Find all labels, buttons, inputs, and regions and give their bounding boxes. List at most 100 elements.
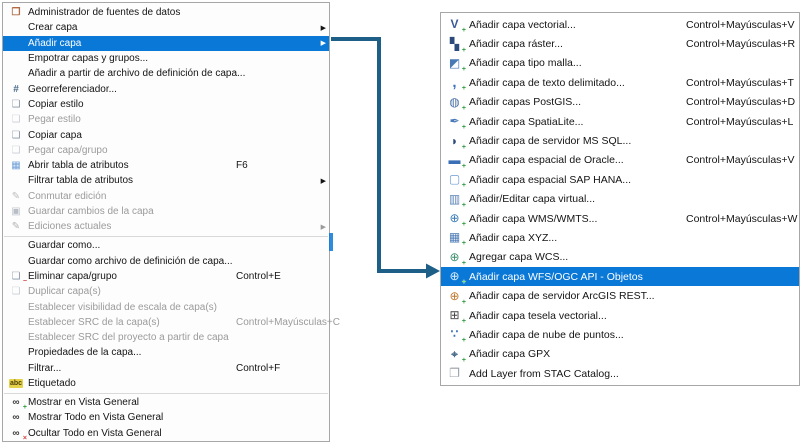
oracle-icon: ▬+ bbox=[448, 152, 467, 170]
menu-item-label: Ocultar Todo en Vista General bbox=[28, 427, 162, 439]
toggle-editing-icon: ✎ bbox=[11, 190, 21, 202]
labeling-icon: abc bbox=[8, 378, 24, 388]
menu-item[interactable]: Filtrar tabla de atributos▶ bbox=[3, 173, 329, 188]
no-icon bbox=[8, 239, 24, 252]
menu-item-label: Añadir capa WMS/WMTS... bbox=[469, 212, 598, 225]
menu-item[interactable]: Añadir a partir de archivo de definición… bbox=[3, 66, 329, 81]
no-icon bbox=[8, 316, 24, 329]
menu-item[interactable]: ❏ Copiar capa bbox=[3, 127, 329, 142]
menu-item[interactable]: ▣Guardar cambios de la capa bbox=[3, 204, 329, 219]
menu-item[interactable]: ❏Duplicar capa(s) bbox=[3, 284, 329, 299]
menu-item[interactable]: ✒+Añadir capa SpatiaLite...Control+Mayús… bbox=[441, 112, 799, 131]
copy-style-icon: ❏ bbox=[11, 98, 21, 110]
menu-item[interactable]: ✎Conmutar edición bbox=[3, 189, 329, 204]
submenu-arrow-icon: ▶ bbox=[320, 223, 326, 231]
menu-item-label: Pegar estilo bbox=[28, 114, 81, 126]
menu-item-label: Abrir tabla de atributos bbox=[28, 160, 129, 172]
menu-item[interactable]: Establecer visibilidad de escala de capa… bbox=[3, 299, 329, 314]
menu-item[interactable]: ⊕+Agregar capa WCS... bbox=[441, 248, 799, 267]
menu-item[interactable]: ⊞+Añadir capa tesela vectorial... bbox=[441, 306, 799, 325]
menu-item[interactable]: Establecer SRC del proyecto a partir de … bbox=[3, 330, 329, 345]
menu-item[interactable]: ,+Añadir capa de texto delimitado...Cont… bbox=[441, 73, 799, 92]
menu-item[interactable]: ∞×Ocultar Todo en Vista General bbox=[3, 426, 329, 442]
menu-item-label: Guardar como... bbox=[28, 240, 101, 252]
menu-item[interactable]: #Georreferenciador... bbox=[3, 81, 329, 96]
menu-item-shortcut: Control+Mayúsculas+C bbox=[236, 316, 340, 328]
menu-item-label: Duplicar capa(s) bbox=[28, 286, 101, 298]
menu-item[interactable]: ◍+Añadir capas PostGIS...Control+Mayúscu… bbox=[441, 93, 799, 112]
menu-item-label: Mostrar en Vista General bbox=[28, 397, 139, 409]
menu-item[interactable]: ▚+Añadir capa ráster...Control+Mayúscula… bbox=[441, 34, 799, 54]
icon-plus-badge: + bbox=[461, 279, 466, 287]
menu-item-label: Añadir capa espacial de Oracle... bbox=[469, 154, 624, 167]
icon-plus-badge: + bbox=[461, 182, 466, 190]
menu-item[interactable]: Añadir capa▶ bbox=[3, 35, 329, 51]
menu-item-label: Añadir capa de nube de puntos... bbox=[469, 328, 624, 341]
hide-all-overview-icon: ∞× bbox=[12, 427, 27, 442]
menu-item[interactable]: Filtrar...Control+F bbox=[3, 361, 329, 376]
wfs-icon: ⊕+ bbox=[449, 269, 466, 287]
menu-item-shortcut: Control+Mayúsculas+V bbox=[686, 18, 795, 31]
georeferencer-icon: # bbox=[13, 83, 19, 95]
icon-plus-badge: + bbox=[461, 201, 466, 209]
menu-item[interactable]: ❐Add Layer from STAC Catalog... bbox=[441, 364, 799, 383]
menu-item[interactable]: Propiedades de la capa... bbox=[3, 345, 329, 360]
current-edits-icon: ✎ bbox=[11, 221, 21, 233]
menu-item-shortcut: Control+Mayúsculas+D bbox=[686, 96, 796, 109]
menu-item[interactable]: ▢+Añadir capa espacial SAP HANA... bbox=[441, 170, 799, 189]
menu-item-label: Añadir capa de texto delimitado... bbox=[469, 76, 625, 89]
menu-item-shortcut: Control+F bbox=[236, 362, 281, 374]
gpx-icon: ⌖+ bbox=[451, 346, 466, 364]
paste-style-icon: ❏ bbox=[11, 114, 21, 126]
menu-item-label: Copiar capa bbox=[28, 129, 82, 141]
menu-item[interactable]: ❏ Pegar estilo bbox=[3, 112, 329, 127]
point-cloud-icon: ∵+ bbox=[450, 327, 466, 345]
menu-item[interactable]: Guardar como... bbox=[3, 238, 329, 253]
no-icon bbox=[8, 362, 24, 375]
menu-item[interactable]: Guardar como archivo de definición de ca… bbox=[3, 254, 329, 269]
remove-layer-icon: ❏− bbox=[11, 270, 27, 285]
menu-item[interactable]: ∞+Mostrar en Vista General bbox=[3, 395, 329, 411]
menu-item[interactable]: Empotrar capas y grupos... bbox=[3, 51, 329, 66]
menu-item[interactable]: ✎Ediciones actuales▶ bbox=[3, 219, 329, 234]
menu-item[interactable]: ❐Administrador de fuentes de datos bbox=[3, 5, 329, 20]
menu-item[interactable]: Crear capa▶ bbox=[3, 20, 329, 35]
menu-item[interactable]: ▬+Añadir capa espacial de Oracle...Contr… bbox=[441, 151, 799, 170]
menu-item[interactable]: ∞Mostrar Todo en Vista General bbox=[3, 410, 329, 425]
menu-item[interactable]: ▥+Añadir/Editar capa virtual... bbox=[441, 190, 799, 209]
menu-item[interactable]: ∵+Añadir capa de nube de puntos... bbox=[441, 325, 799, 344]
menu-item-label: Agregar capa WCS... bbox=[469, 251, 569, 264]
menu-item[interactable]: ◩+Añadir capa tipo malla... bbox=[441, 54, 799, 73]
menu-item-label: Establecer visibilidad de escala de capa… bbox=[28, 301, 217, 313]
menu-item-label: Añadir capa espacial SAP HANA... bbox=[469, 173, 632, 186]
icon-plus-badge: + bbox=[461, 124, 466, 132]
xyz-icon: ▦+ bbox=[448, 230, 466, 248]
menu-item-label: Crear capa bbox=[28, 22, 78, 34]
menu-item[interactable]: ❏Pegar capa/grupo bbox=[3, 143, 329, 158]
icon-plus-badge: + bbox=[461, 104, 466, 112]
menu-item[interactable]: V+Añadir capa vectorial...Control+Mayúsc… bbox=[441, 15, 799, 34]
menu-item[interactable]: ▦+Añadir capa XYZ... bbox=[441, 228, 799, 247]
no-icon bbox=[8, 174, 24, 187]
no-icon bbox=[8, 21, 24, 34]
menu-item[interactable]: ⊕+Añadir capa WFS/OGC API - Objetos bbox=[441, 267, 799, 287]
stray-selection-artifact bbox=[329, 233, 333, 251]
menu-item-label: Añadir capa SpatiaLite... bbox=[469, 115, 584, 128]
no-icon bbox=[8, 346, 24, 359]
spatialite-icon: ✒+ bbox=[449, 114, 466, 132]
menu-item[interactable]: Establecer SRC de la capa(s)Control+Mayú… bbox=[3, 315, 340, 330]
menu-item-label: Añadir capa tesela vectorial... bbox=[469, 309, 607, 322]
menu-item[interactable]: ❏Copiar estilo bbox=[3, 97, 329, 112]
menu-item-label: Añadir capa bbox=[28, 37, 82, 49]
menu-item-label: Añadir a partir de archivo de definición… bbox=[28, 68, 246, 80]
menu-item[interactable]: ⊕+Añadir capa de servidor ArcGIS REST... bbox=[441, 286, 799, 306]
menu-item[interactable]: ⊕+Añadir capa WMS/WMTS...Control+Mayúscu… bbox=[441, 209, 799, 228]
menu-item[interactable]: ⌖+Añadir capa GPX bbox=[441, 345, 799, 364]
menu-item[interactable]: ◗+Añadir capa de servidor MS SQL... bbox=[441, 131, 799, 151]
attribute-table-icon: ▦ bbox=[11, 160, 21, 172]
copy-layer-icon: ❏ bbox=[11, 129, 21, 141]
